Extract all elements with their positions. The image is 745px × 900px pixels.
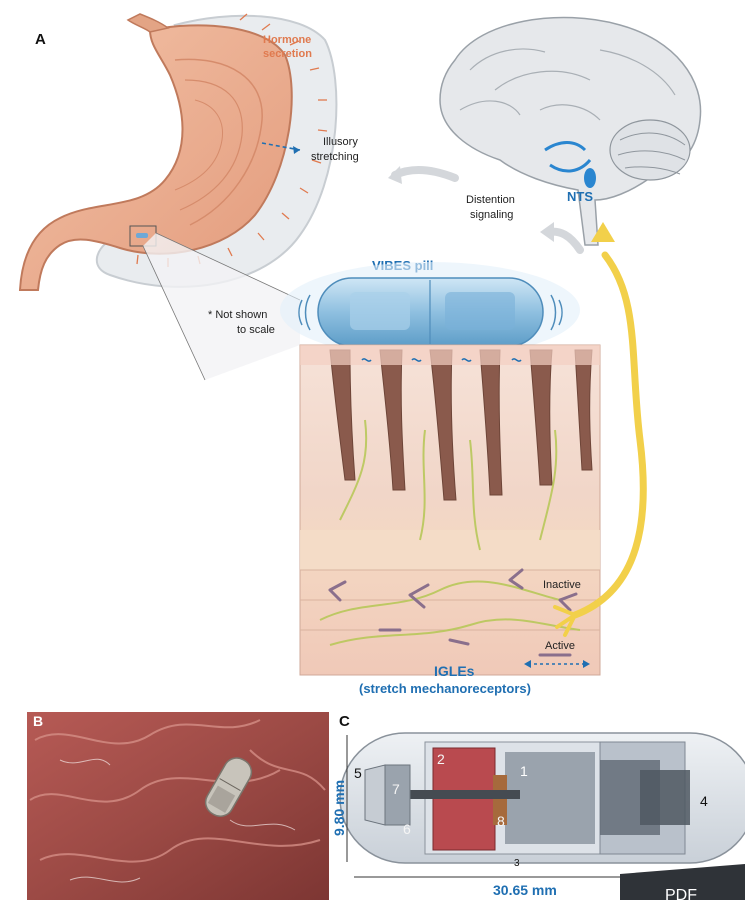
height-dimension: 9.80 mm (331, 780, 347, 836)
inactive-label: Inactive (543, 579, 581, 591)
brain-illustration (439, 16, 702, 246)
zoom-wedge (143, 233, 300, 380)
device-schematic (339, 732, 745, 864)
pdf-corner-tab[interactable] (620, 864, 745, 900)
hormone-label-line2: secretion (263, 48, 312, 60)
active-label: Active (545, 640, 575, 652)
panel-a-letter: A (35, 31, 46, 48)
igles-subtitle: (stretch mechanoreceptors) (359, 681, 531, 696)
not-to-scale-line2: to scale (237, 324, 275, 336)
part-2: 2 (437, 751, 445, 767)
stomach-photo (27, 712, 329, 900)
vagal-signal-arrow (553, 222, 647, 637)
part-4: 4 (700, 793, 708, 809)
nts-label: NTS (567, 189, 593, 204)
part-3: 3 (514, 858, 520, 869)
pdf-tab-label: PDF (665, 887, 697, 900)
panel-c-letter: C (339, 713, 350, 730)
part-8: 8 (497, 813, 505, 829)
hormone-label-line1: Hormone (263, 34, 311, 46)
part-1: 1 (520, 763, 528, 779)
part-7: 7 (392, 781, 400, 797)
device-part-numbers: 2 1 7 8 6 (392, 751, 528, 837)
vibes-pill (280, 262, 580, 358)
illusory-label-line1: Illusory (323, 136, 358, 148)
distention-label-line1: Distention (466, 194, 515, 206)
part-5: 5 (354, 765, 362, 781)
not-to-scale-line1: * Not shown (208, 309, 267, 321)
igles-label: IGLEs (434, 663, 475, 679)
length-dimension: 30.65 mm (493, 882, 557, 898)
distention-label-line2: signaling (470, 209, 513, 221)
tissue-cross-section (299, 344, 601, 676)
panel-b-letter: B (33, 713, 43, 729)
part-6: 6 (403, 821, 411, 837)
illusory-label-line2: stretching (311, 151, 359, 163)
